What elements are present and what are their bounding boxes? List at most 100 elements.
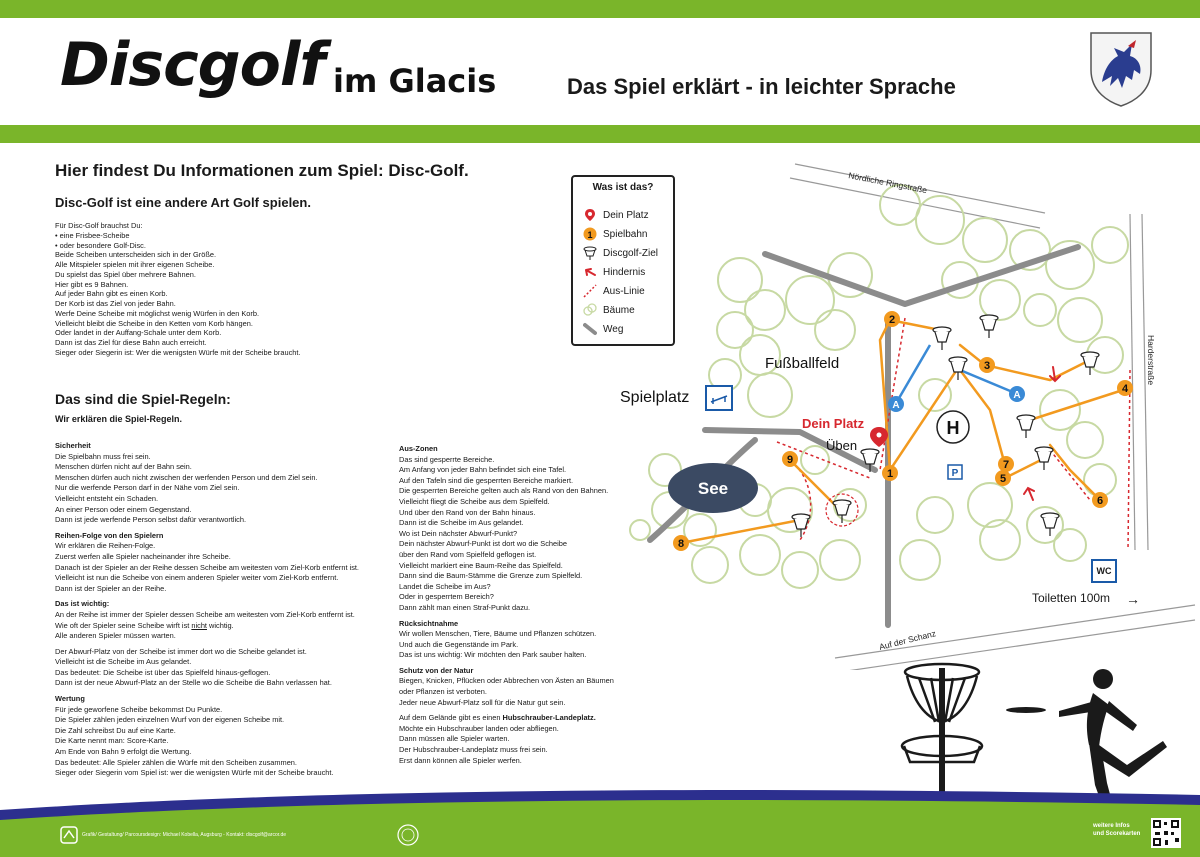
- lake-label: See: [698, 479, 728, 498]
- intro-line: Oder landet in der Auffang-Schale unter …: [55, 328, 222, 338]
- legend-item: Weg: [583, 322, 623, 336]
- hole-number: 8: [678, 538, 684, 550]
- rule-line: Vielleicht ist die Scheibe im Aus geland…: [55, 657, 192, 667]
- rule-line: Vielleicht markiert eine Baum-Reihe das …: [399, 560, 563, 570]
- intro-line: Auf jeder Bahn gibt es einen Korb.: [55, 289, 168, 299]
- road-east: [1129, 213, 1149, 551]
- rule-text: Wie oft der Spieler seine Scheibe wirft …: [55, 620, 192, 630]
- intro-line: Für Disc-Golf brauchst Du:: [55, 221, 143, 230]
- rule-line: Möchte ein Hubschrauber landen oder abfl…: [399, 723, 559, 733]
- hole-number: 5: [1000, 473, 1006, 485]
- rule-line: Dann ist der neue Abwurf-Platz an der St…: [55, 678, 332, 688]
- hole-markers: 1 2 3 4 5 6 7 8 9: [673, 311, 1133, 551]
- rule-line: Das sind gesperrte Bereiche.: [399, 454, 495, 464]
- a-marker-label: A: [1013, 390, 1020, 401]
- basket-illustration: [900, 662, 984, 818]
- intro-line: Beide Scheiben unterscheiden sich in der…: [55, 250, 217, 260]
- obstacle-arrow-icon: [585, 268, 596, 276]
- legend-label: Discgolf-Ziel: [603, 247, 659, 259]
- rule-line: Am Anfang von jeder Bahn befindet sich e…: [399, 465, 567, 475]
- rule-line: Dann ist die Scheibe im Aus gelandet.: [399, 518, 524, 528]
- rule-line: Die Spielbahn muss frei sein.: [55, 451, 151, 461]
- hole-number: 4: [1122, 383, 1129, 395]
- rule-line: Sieger oder Siegerin vom Spiel ist: wer …: [55, 768, 334, 778]
- rule-text: wichtig.: [207, 620, 234, 630]
- intro-line: Werfe Deine Scheibe mit möglichst wenig …: [55, 308, 260, 318]
- obstacle-circle: [825, 493, 859, 527]
- rule-line: Für jede geworfene Scheibe bekommst Du P…: [55, 704, 223, 714]
- rule-line: Die Zahl schreibst Du auf eine Karte.: [55, 725, 176, 735]
- intro-text: Für Disc-Golf brauchst Du: • eine Frisbe…: [55, 221, 395, 358]
- hole-number: 2: [889, 314, 895, 326]
- rule-line: oder Pflanzen ist verboten.: [399, 687, 487, 697]
- rule-line: Landet die Scheibe im Aus?: [399, 581, 491, 591]
- course-lines: [679, 318, 1125, 545]
- rule-line: Dann sind die Baum-Stämme die Grenze zum…: [399, 571, 583, 581]
- rule-line: Oder in gesperrtem Bereich?: [399, 592, 494, 602]
- intro-line: • oder besondere Golf-Disc.: [55, 240, 146, 250]
- football-field-label: Fußballfeld: [765, 355, 840, 372]
- rule-line: Menschen dürfen auch nicht zwischen der …: [55, 472, 318, 482]
- map-legend: Was ist das? Dein Platz 1 Spielbahn Disc…: [571, 175, 675, 346]
- rule-line: Das ist uns wichtig: Wir möchten den Par…: [399, 650, 587, 660]
- legend-label: Hindernis: [603, 266, 646, 278]
- practice-label: Üben: [826, 438, 858, 453]
- playground-icon: [705, 385, 733, 411]
- section-title-wichtig: Das ist wichtig:: [55, 599, 110, 609]
- rule-line: Und auch die Gegenstände im Park.: [399, 639, 519, 649]
- road-east-label: Harderstraße: [1146, 335, 1156, 385]
- rule-line: Dann ist der Spieler an der Reihe.: [55, 583, 167, 593]
- heliport-icon: [936, 410, 970, 444]
- rule-line: Erst dann können alle Spieler werfen.: [399, 755, 522, 765]
- intro-line: Du spielst das Spiel über mehrere Bahnen…: [55, 269, 196, 279]
- seal-icon: [397, 824, 419, 846]
- rule-line: Vielleicht entsteht ein Schaden.: [55, 493, 158, 503]
- rule-line: An einer Person oder einem Gegenstand.: [55, 504, 192, 514]
- intro-heading: Hier findest Du Informationen zum Spiel:…: [55, 161, 469, 180]
- tree-icon: [583, 303, 597, 316]
- out-line-icon: [583, 284, 597, 298]
- footer-info-line: und Scorekarten: [1093, 831, 1141, 837]
- section-title-sicherheit: Sicherheit: [55, 441, 91, 450]
- rule-text-underlined: nicht: [191, 620, 207, 630]
- rule-line: Biegen, Knicken, Pflücken oder Abbrechen…: [399, 676, 614, 686]
- rule-line: Wir erklären die Reihen-Folge.: [55, 541, 156, 551]
- rule-line: Auf den Tafeln sind die gesperrten Berei…: [399, 475, 574, 485]
- qr-code-icon[interactable]: [1151, 818, 1181, 848]
- arrow-right-icon: →: [1126, 591, 1140, 607]
- intro-line: • eine Frisbee-Scheibe: [55, 230, 130, 240]
- road-south: [834, 604, 1196, 670]
- rule-line: Und über den Rand von der Bahn hinaus.: [399, 507, 536, 517]
- rule-line: Nur die werfende Person darf in der Nähe…: [55, 483, 240, 493]
- wc-icon: WC: [1091, 559, 1117, 583]
- rule-line: Die Karte nennt man: Score-Karte.: [55, 736, 169, 746]
- legend-label: Bäume: [603, 304, 635, 316]
- legend-item: 1 Spielbahn: [583, 227, 647, 241]
- a-markers: A A: [888, 386, 1025, 412]
- rule-line: An der Reihe ist immer der Spieler desse…: [55, 609, 355, 619]
- page-title: Discgolf: [60, 30, 325, 100]
- intro-line: Dann ist das Ziel für diese Bahn auch er…: [55, 338, 207, 347]
- rule-line: Wir wollen Menschen, Tiere, Bäume und Pf…: [399, 629, 597, 639]
- legend-label: Weg: [603, 323, 624, 335]
- hole-number: 9: [787, 454, 793, 466]
- rule-text: Auf dem Gelände gibt es einen: [399, 713, 503, 723]
- page-subtitle: Das Spiel erklärt - in leichter Sprache: [567, 74, 956, 99]
- disc-icon: [1006, 707, 1046, 713]
- rule-line: Zuerst werfen alle Spieler nacheinander …: [55, 551, 231, 561]
- heliport-label: H: [947, 418, 960, 438]
- footer-band: [0, 790, 1200, 857]
- footer-credit: Grafik/ Gestaltung/ Parcoursdesign: Mich…: [82, 832, 287, 838]
- rule-line: Das bedeutet: Alle Spieler zählen die Wü…: [55, 757, 297, 767]
- footer-info: weitere Infos und Scorekarten: [1093, 822, 1140, 838]
- parking-label: P: [952, 468, 959, 479]
- course-map: H P 1 2 3 4 5 6 7 8 9 A A See Nördliche …: [629, 163, 1196, 670]
- location-pin-icon: [585, 209, 595, 221]
- rule-line: Wo ist Dein nächster Abwurf-Punkt?: [399, 528, 518, 538]
- section-title-auszonen: Aus-Zonen: [399, 444, 438, 453]
- legend-label: Dein Platz: [603, 209, 649, 221]
- rule-line: Alle anderen Spieler müssen warten.: [55, 631, 176, 641]
- rule-line: über den Rand vom Spielfeld geflogen ist…: [399, 549, 537, 559]
- svg-text:1: 1: [587, 230, 592, 240]
- coat-of-arms-icon: [1090, 32, 1152, 107]
